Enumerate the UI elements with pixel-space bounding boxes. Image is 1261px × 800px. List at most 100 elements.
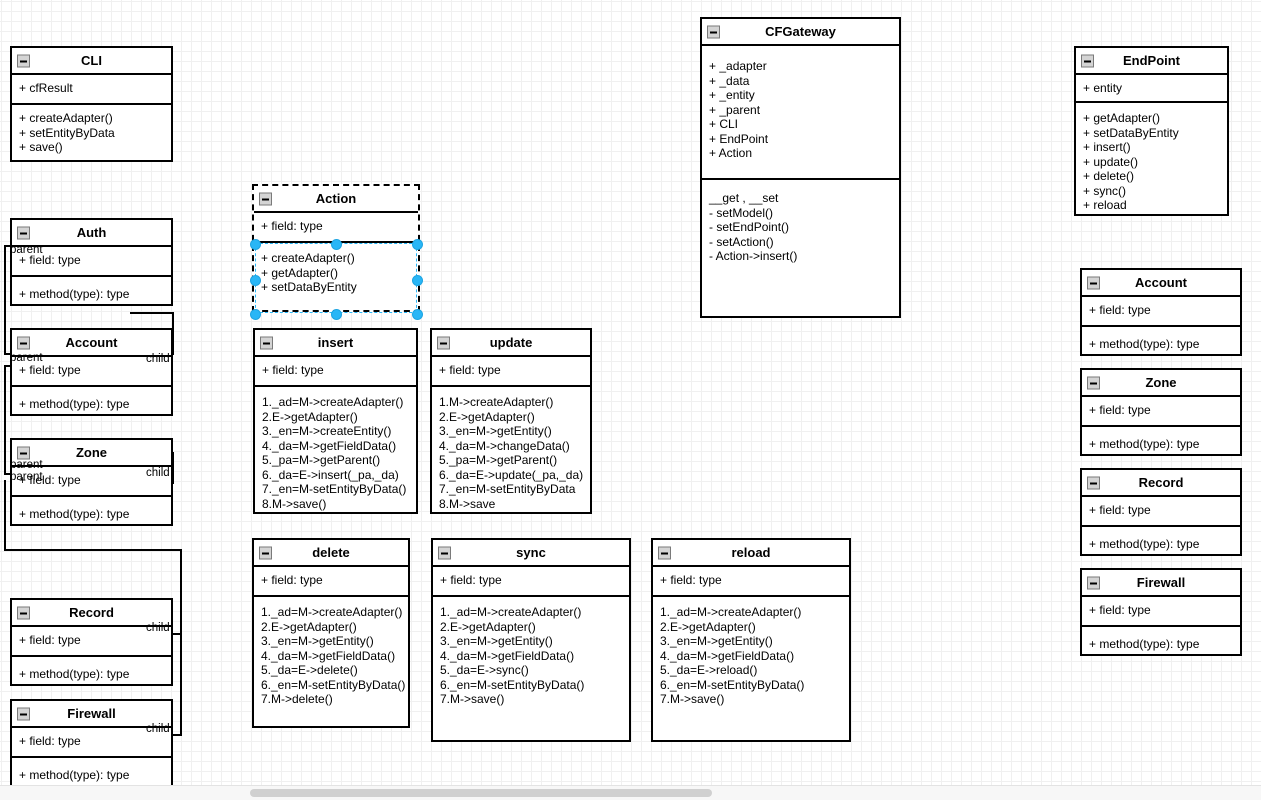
collapse-minus-icon[interactable]: [1087, 376, 1100, 389]
class-name: CLI: [81, 53, 102, 68]
class-attributes: + field: type: [12, 467, 171, 497]
class-box-account-right[interactable]: Account + field: type + method(type): ty…: [1080, 268, 1242, 356]
collapse-minus-icon[interactable]: [260, 336, 273, 349]
operation-row: + createAdapter(): [19, 111, 113, 125]
class-box-delete[interactable]: delete + field: type 1._ad=M->createAdap…: [252, 538, 410, 728]
resize-handle-bottom-right[interactable]: [412, 309, 423, 320]
class-title-bar[interactable]: Firewall: [1082, 570, 1240, 597]
operation-row: 3._en=M->getEntity(): [261, 634, 374, 648]
class-box-reload[interactable]: reload + field: type 1._ad=M->createAdap…: [651, 538, 851, 742]
attribute-row: + field: type: [439, 363, 501, 377]
operation-row: + save(): [19, 140, 63, 154]
attribute-row: + field: type: [19, 633, 81, 647]
class-title-bar[interactable]: Auth: [12, 220, 171, 247]
collapse-minus-icon[interactable]: [437, 336, 450, 349]
horizontal-scrollbar-track[interactable]: [0, 785, 1261, 800]
class-box-endpoint[interactable]: EndPoint + entity + getAdapter() + setDa…: [1074, 46, 1229, 216]
class-title-bar[interactable]: delete: [254, 540, 408, 567]
class-box-firewall-left[interactable]: Firewall + field: type + method(type): t…: [10, 699, 173, 787]
collapse-minus-icon[interactable]: [259, 546, 272, 559]
class-title-bar[interactable]: Record: [12, 600, 171, 627]
collapse-minus-icon[interactable]: [1081, 54, 1094, 67]
class-operations: + method(type): type: [12, 657, 171, 688]
collapse-minus-icon[interactable]: [1087, 476, 1100, 489]
class-title-bar[interactable]: Action: [254, 186, 418, 213]
class-title-bar[interactable]: CFGateway: [702, 19, 899, 46]
class-box-sync[interactable]: sync + field: type 1._ad=M->createAdapte…: [431, 538, 631, 742]
class-title-bar[interactable]: EndPoint: [1076, 48, 1227, 75]
class-title-bar[interactable]: Record: [1082, 470, 1240, 497]
class-attributes: + field: type: [653, 567, 849, 597]
connector-zone-down-right[interactable]: [180, 549, 182, 736]
collapse-minus-icon[interactable]: [17, 446, 30, 459]
class-box-cli[interactable]: CLI + cfResult + createAdapter() + setEn…: [10, 46, 173, 162]
resize-handle-bottom-left[interactable]: [250, 309, 261, 320]
collapse-minus-icon[interactable]: [17, 606, 30, 619]
class-title-bar[interactable]: Zone: [12, 440, 171, 467]
collapse-minus-icon[interactable]: [1087, 276, 1100, 289]
connector-label-auth-parent: parent: [10, 244, 43, 256]
class-title-bar[interactable]: Firewall: [12, 701, 171, 728]
class-box-record-right[interactable]: Record + field: type + method(type): typ…: [1080, 468, 1242, 556]
operation-row: + method(type): type: [19, 507, 130, 521]
class-title-bar[interactable]: update: [432, 330, 590, 357]
collapse-minus-icon[interactable]: [438, 546, 451, 559]
resize-handle-top-center[interactable]: [331, 239, 342, 250]
connector-account-left-vertical[interactable]: [4, 365, 6, 475]
resize-handle-middle-right[interactable]: [412, 275, 423, 286]
collapse-minus-icon[interactable]: [1087, 576, 1100, 589]
class-box-insert[interactable]: insert + field: type 1._ad=M->createAdap…: [253, 328, 418, 514]
operation-row: 7._en=M-setEntityByData: [439, 482, 576, 496]
connector-account-child-top[interactable]: [130, 312, 174, 314]
attribute-row: + field: type: [1089, 603, 1151, 617]
class-title-bar[interactable]: Account: [1082, 270, 1240, 297]
class-box-firewall-right[interactable]: Firewall + field: type + method(type): t…: [1080, 568, 1242, 656]
class-title-bar[interactable]: Zone: [1082, 370, 1240, 397]
class-box-account-left[interactable]: Account + field: type + method(type): ty…: [10, 328, 173, 416]
resize-handle-top-right[interactable]: [412, 239, 423, 250]
class-title-bar[interactable]: sync: [433, 540, 629, 567]
collapse-minus-icon[interactable]: [707, 25, 720, 38]
operation-row: + getAdapter(): [261, 265, 339, 280]
class-box-update[interactable]: update + field: type 1.M->createAdapter(…: [430, 328, 592, 514]
connector-account-child-vertical[interactable]: [172, 312, 174, 355]
class-attributes: + field: type: [12, 728, 171, 758]
attribute-row: + EndPoint: [709, 131, 769, 146]
operation-row: + method(type): type: [19, 768, 130, 782]
attribute-row: + cfResult: [19, 81, 73, 95]
class-title-bar[interactable]: insert: [255, 330, 416, 357]
resize-handle-middle-left[interactable]: [250, 275, 261, 286]
operation-row: + setDataByEntity: [1083, 125, 1179, 140]
class-title-bar[interactable]: CLI: [12, 48, 171, 75]
class-operations: + getAdapter() + setDataByEntity + inser…: [1076, 103, 1227, 219]
class-box-zone-left[interactable]: Zone + field: type + method(type): type: [10, 438, 173, 526]
class-title-bar[interactable]: Account: [12, 330, 171, 357]
class-title-bar[interactable]: reload: [653, 540, 849, 567]
class-box-cfgateway[interactable]: CFGateway + _adapter + _data + _entity +…: [700, 17, 901, 318]
connector-zone-left-vertical[interactable]: [4, 480, 6, 550]
horizontal-scrollbar-thumb[interactable]: [250, 789, 712, 797]
resize-handle-top-left[interactable]: [250, 239, 261, 250]
operation-row: 7.M->save(): [660, 692, 725, 706]
attribute-row: + field: type: [261, 219, 323, 233]
attribute-row: + _parent: [709, 102, 761, 117]
collapse-minus-icon[interactable]: [259, 192, 272, 205]
class-box-record-left[interactable]: Record + field: type + method(type): typ…: [10, 598, 173, 686]
collapse-minus-icon[interactable]: [17, 226, 30, 239]
collapse-minus-icon[interactable]: [17, 707, 30, 720]
class-box-zone-right[interactable]: Zone + field: type + method(type): type: [1080, 368, 1242, 456]
connector-auth-left-vertical[interactable]: [4, 245, 6, 355]
class-operations: + method(type): type: [12, 277, 171, 308]
resize-handle-bottom-center[interactable]: [331, 309, 342, 320]
class-operations: + method(type): type: [12, 497, 171, 528]
class-box-auth[interactable]: Auth + field: type + method(type): type: [10, 218, 173, 306]
collapse-minus-icon[interactable]: [17, 54, 30, 67]
operation-row: - Action->insert(): [709, 249, 798, 263]
connector-zone-bottom[interactable]: [4, 549, 182, 551]
connector-zone-child-vertical[interactable]: [172, 452, 174, 484]
collapse-minus-icon[interactable]: [17, 336, 30, 349]
class-attributes: + field: type: [1082, 297, 1240, 327]
collapse-minus-icon[interactable]: [658, 546, 671, 559]
attribute-row: + field: type: [19, 363, 81, 377]
